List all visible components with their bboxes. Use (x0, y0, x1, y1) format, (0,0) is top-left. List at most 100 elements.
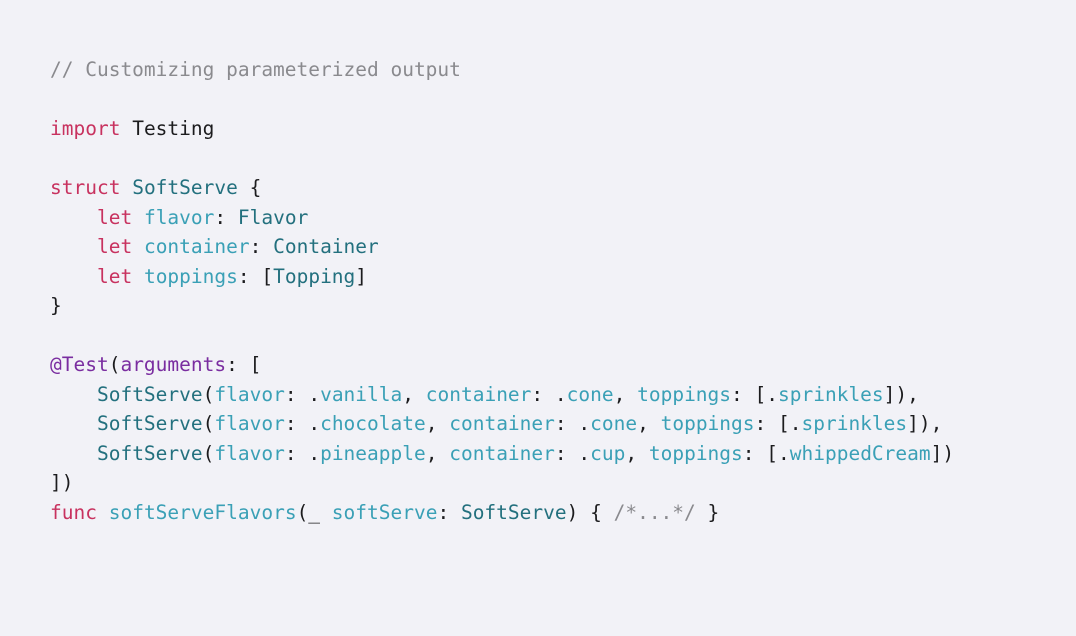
code-token-plain: ] (355, 264, 368, 288)
code-token-plain: : . (554, 412, 591, 435)
code-token-plain (50, 206, 97, 229)
code-token-type: Container (273, 235, 379, 258)
code-token-plain: , (425, 441, 450, 465)
code-line: struct SoftServe { (50, 173, 954, 203)
code-token-plain: ( (202, 441, 215, 465)
code-token-plain: } (50, 294, 62, 317)
code-token-plain (120, 176, 132, 199)
code-token-plain (97, 501, 109, 524)
code-token-plain: ]), (907, 412, 943, 435)
code-token-type: SoftServe (96, 412, 203, 435)
code-token-plain (132, 206, 144, 229)
code-token-ident: flavor (143, 205, 215, 229)
code-token-keyword: let (96, 235, 133, 258)
code-token-ident: flavor (214, 412, 285, 435)
code-token-ident: cone (566, 382, 614, 406)
code-token-attr: @Test (50, 353, 109, 376)
code-token-keyword: let (96, 264, 133, 288)
code-token-ident: container (425, 382, 532, 406)
code-token-ident: toppings (660, 412, 755, 435)
code-line: let flavor: Flavor (50, 203, 954, 233)
code-token-plain: } (695, 500, 720, 524)
code-token-plain (132, 235, 144, 258)
code-token-ident: pineapple (320, 441, 426, 465)
code-token-ident: flavor (214, 382, 285, 406)
code-token-ident: toppings (648, 441, 743, 465)
code-line: SoftServe(flavor: .vanilla, container: .… (50, 380, 954, 410)
code-line: SoftServe(flavor: .pineapple, container:… (50, 439, 954, 469)
code-token-ident: container (143, 235, 250, 258)
code-token-plain (50, 235, 97, 258)
code-token-plain: ]), (883, 382, 919, 406)
code-token-type: Flavor (237, 205, 309, 229)
code-token-plain: : [. (754, 412, 802, 435)
code-line: ]) (50, 468, 954, 498)
code-token-plain: : (214, 205, 238, 229)
code-token-plain (120, 117, 132, 140)
code-line: } (50, 291, 954, 321)
code-token-plain: ( (108, 353, 121, 376)
code-token-ident: chocolate (320, 412, 426, 435)
code-token-plain (50, 383, 97, 406)
code-token-ident: toppings (637, 382, 732, 406)
code-token-keyword: struct (50, 176, 121, 199)
code-token-plain: : [ (237, 264, 274, 288)
code-token-type: Topping (273, 264, 356, 288)
code-token-plain: : . (554, 441, 591, 465)
code-line: // Customizing parameterized output (50, 55, 954, 85)
code-line: @Test(arguments: [ (50, 350, 954, 380)
code-line: let toppings: [Topping] (50, 262, 954, 292)
code-token-type: SoftServe (96, 441, 203, 465)
code-line: func softServeFlavors(_ softServe: SoftS… (50, 498, 954, 528)
code-token-plain: (_ (296, 500, 332, 524)
code-token-ident: container (449, 412, 555, 435)
code-token-plain (50, 442, 97, 465)
code-token-plain: , (625, 441, 649, 465)
code-token-plain: ]) (50, 471, 74, 494)
code-token-ident: toppings (143, 264, 238, 288)
code-token-plain: , (637, 412, 661, 435)
code-token-plain: ( (202, 382, 215, 406)
code-token-attr: arguments (120, 353, 227, 376)
code-block: // Customizing parameterized output impor… (50, 55, 954, 527)
code-token-ident: flavor (214, 441, 285, 465)
code-token-plain: : (249, 235, 274, 258)
code-token-type: SoftServe (132, 176, 238, 199)
code-token-plain: : . (284, 441, 321, 465)
code-token-ident: container (449, 441, 555, 465)
code-line: let container: Container (50, 232, 954, 262)
code-token-plain: ( (202, 412, 215, 435)
code-token-plain: { (237, 176, 262, 199)
code-token-plain: , (613, 382, 638, 406)
code-line (50, 85, 954, 115)
code-token-ident: softServeFlavors (108, 500, 297, 524)
code-token-keyword: import (50, 117, 121, 140)
code-token-plain: : . (284, 412, 321, 435)
code-token-ident: sprinkles (801, 412, 908, 435)
code-token-ident: cup (590, 441, 626, 465)
code-token-plain: ]) (930, 441, 955, 465)
code-token-plain: ) { (566, 500, 614, 524)
code-token-plain (132, 265, 144, 288)
code-token-plain: : [ (226, 353, 262, 376)
code-token-plain: : . (531, 382, 567, 406)
code-token-ident: sprinkles (778, 382, 884, 406)
code-token-ident: whippedCream (789, 441, 931, 465)
code-token-plain: Testing (132, 117, 215, 140)
code-token-type: SoftServe (460, 500, 567, 524)
code-token-ident: cone (590, 412, 638, 435)
code-token-comment: // Customizing parameterized output (50, 58, 461, 81)
code-line (50, 321, 954, 351)
code-token-keyword: func (50, 500, 97, 524)
code-token-plain: : [. (742, 441, 790, 465)
code-token-plain: : [. (731, 382, 778, 406)
code-token-ident: vanilla (320, 382, 403, 406)
code-token-plain (50, 412, 97, 435)
code-line: SoftServe(flavor: .chocolate, container:… (50, 409, 954, 439)
code-token-type: SoftServe (96, 382, 203, 406)
code-line: import Testing (50, 114, 954, 144)
code-token-plain: : . (284, 382, 321, 406)
code-token-plain (50, 265, 97, 288)
code-token-plain: , (425, 412, 450, 435)
code-token-plain: , (402, 382, 426, 406)
